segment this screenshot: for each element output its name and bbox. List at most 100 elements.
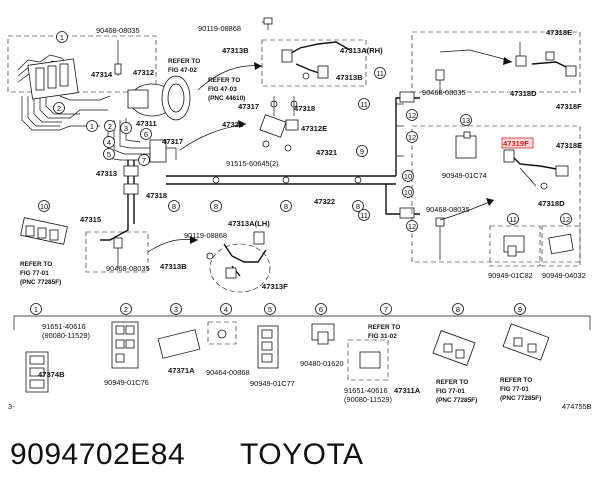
svg-text:1: 1 (60, 33, 64, 42)
footer-page-ref: 3- (8, 402, 15, 411)
callout-label: (PNC 77285F) (20, 279, 61, 286)
callout-label: 47318 (146, 191, 167, 200)
ref-circle-10c: 10 (402, 186, 414, 198)
callout-label: 90480-01620 (300, 359, 344, 368)
ref-circle-12a: 12 (406, 109, 418, 121)
svg-text:8: 8 (356, 202, 360, 211)
callout-label: 47313B (222, 46, 249, 55)
callout-label: 47313 (96, 169, 117, 178)
hose-47313a-rh-group (197, 17, 367, 91)
svg-text:11: 11 (509, 215, 517, 224)
callout-label: 47374B (38, 370, 65, 379)
ref-circle-row-9: 9 (514, 303, 526, 315)
svg-text:6: 6 (144, 130, 148, 139)
ref-circle-1: 1 (56, 31, 68, 43)
svg-text:9: 9 (518, 305, 522, 314)
callout-label: 90119-08868 (184, 231, 227, 240)
svg-text:11: 11 (360, 100, 368, 109)
ref-circle-13: 13 (460, 114, 472, 126)
ref-circle-11d: 11 (507, 213, 519, 225)
ref-circle-3: 3 (120, 122, 132, 134)
callout-label: 47318 (294, 104, 315, 113)
ref-circle-8a: 8 (168, 200, 180, 212)
callout-label: REFER TO (20, 261, 52, 268)
callout-label: (PNC 44610) (208, 95, 245, 102)
callout-label: 47318E (556, 141, 582, 150)
callout-label: 47313F (262, 282, 288, 291)
callout-label: 90119-08868 (198, 24, 241, 33)
bracket-47315 (20, 217, 68, 245)
svg-text:2: 2 (108, 122, 112, 131)
ref-circle-2: 2 (53, 102, 65, 114)
svg-text:9: 9 (360, 147, 364, 156)
ref-circle-8b: 8 (210, 200, 222, 212)
callout-label: 47314 (91, 70, 113, 79)
ref-circle-12b: 12 (406, 131, 418, 143)
svg-text:10: 10 (404, 188, 412, 197)
ref-circle-12d: 12 (560, 213, 572, 225)
svg-text:8: 8 (284, 202, 288, 211)
callout-label: (90080-11529) (344, 395, 392, 404)
callout-label: 47313A(RH) (340, 46, 383, 55)
ref-circle-row-4: 4 (220, 303, 232, 315)
callout-label: 47317 (162, 137, 183, 146)
svg-text:12: 12 (408, 133, 416, 142)
callout-label: REFER TO (368, 324, 400, 331)
callout-label: FIG 77-01 (436, 388, 465, 395)
callout-label: 47313B (336, 73, 363, 82)
svg-text:6: 6 (319, 305, 323, 314)
callout-label: (90080-11529) (42, 331, 90, 340)
svg-text:2: 2 (124, 305, 128, 314)
svg-text:1: 1 (34, 305, 38, 314)
ref-circle-9: 9 (356, 145, 368, 157)
callout-label: FIG 77-01 (500, 386, 529, 393)
svg-text:12: 12 (408, 222, 416, 231)
svg-text:1: 1 (90, 122, 94, 131)
svg-text:2: 2 (57, 104, 61, 113)
callout-labels: 90468-08035 90119-08868 47313B 47313A(RH… (20, 24, 586, 404)
callout-label: 90949-01C82 (488, 271, 533, 280)
ref-circle-row-7: 7 (380, 303, 392, 315)
ref-circle-row-5: 5 (264, 303, 276, 315)
svg-text:3: 3 (174, 305, 178, 314)
callout-label: 91515-60645(2) (226, 159, 279, 168)
svg-text:13: 13 (462, 116, 470, 125)
part-number-title: 9094702E84 (10, 438, 186, 471)
callout-label: 47318D (538, 199, 565, 208)
ref-circle-6: 6 (140, 128, 152, 140)
ref-circle-4: 4 (103, 136, 115, 148)
callout-label: 47317 (238, 102, 259, 111)
ref-circle-11a: 11 (374, 67, 386, 79)
callout-label: 47312 (133, 68, 154, 77)
callout-label: 91651-40616 (42, 322, 86, 331)
svg-text:7: 7 (142, 156, 146, 165)
ref-circle-10a: 10 (38, 200, 50, 212)
clip-row (13, 315, 591, 393)
callout-label: 47322 (222, 120, 243, 129)
master-cylinder-assembly (7, 35, 191, 241)
callout-label: 91651-40616 (344, 386, 388, 395)
callout-label: 90949-01C77 (250, 379, 295, 388)
callout-label: FIG 31-02 (368, 333, 397, 340)
svg-text:3: 3 (124, 124, 128, 133)
svg-text:12: 12 (408, 111, 416, 120)
brand-name: TOYOTA (240, 438, 364, 471)
callout-label: 47313B (160, 262, 187, 271)
callout-label: REFER TO (500, 377, 532, 384)
ref-circle-12c: 12 (406, 220, 418, 232)
svg-text:7: 7 (384, 305, 388, 314)
callout-label: 90468-08035 (96, 26, 140, 35)
callout-label: 47318F (556, 102, 582, 111)
callout-label: REFER TO (436, 379, 468, 386)
callout-label: 47318D (510, 89, 537, 98)
ref-circle-8d: 8 (352, 200, 364, 212)
callout-label: 90468-08035 (426, 205, 470, 214)
callout-label-selected[interactable]: 47319F (503, 139, 529, 148)
selected-part-highlight (501, 137, 534, 149)
callout-label: 47318E (546, 28, 572, 37)
ref-circle-row-6: 6 (315, 303, 327, 315)
ref-circle-11c: 11 (358, 209, 370, 221)
svg-text:8: 8 (456, 305, 460, 314)
svg-text:4: 4 (224, 305, 228, 314)
callout-label: 47313A(LH) (228, 219, 270, 228)
